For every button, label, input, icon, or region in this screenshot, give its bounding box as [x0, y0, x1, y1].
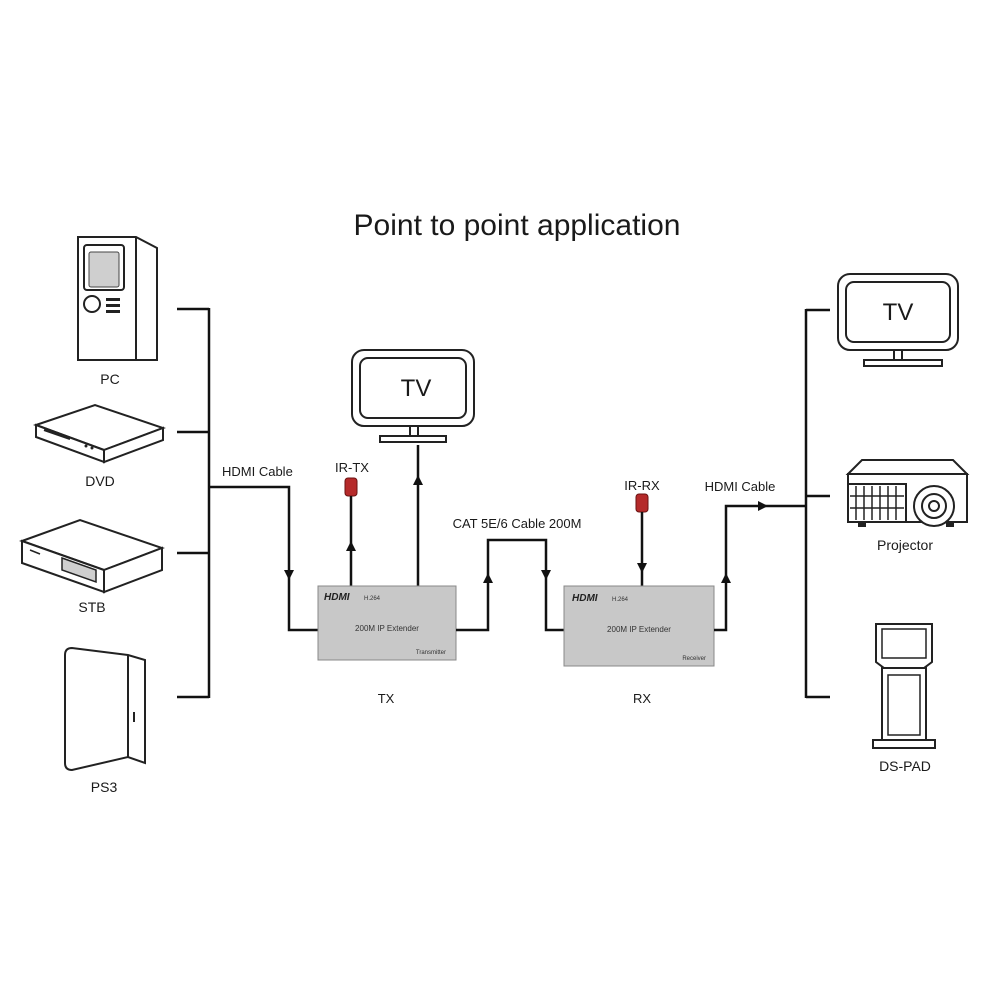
hdmi-cable-right-label: HDMI Cable — [705, 479, 776, 494]
tx-product-name: 200M IP Extender — [355, 624, 419, 633]
tx-tv-arrow — [413, 475, 423, 485]
tx-label: TX — [378, 691, 395, 706]
ir-tx-arrow — [346, 541, 356, 551]
cat-cable-label: CAT 5E/6 Cable 200M — [453, 516, 582, 531]
output-tv-label: TV — [883, 299, 914, 326]
tx-tv-label: TV — [401, 375, 432, 402]
dvd-icon — [32, 403, 166, 464]
projector-icon — [845, 459, 970, 527]
ir-rx-arrow — [637, 563, 647, 573]
stb-label: STB — [78, 599, 105, 615]
rx-role: Receiver — [682, 656, 706, 662]
tx-codec: H.264 — [364, 596, 381, 602]
projector-label: Projector — [877, 537, 933, 553]
ir-tx-icon — [344, 477, 358, 497]
rx-brand: HDMI — [572, 593, 598, 604]
tx-tv-icon — [351, 349, 475, 443]
cat-cable-line — [456, 538, 566, 632]
output-bus — [714, 308, 830, 699]
tx-brand: HDMI — [324, 592, 350, 603]
rx-codec: H.264 — [612, 597, 629, 603]
source-bus — [177, 307, 320, 699]
rx-extender-box: HDMI H.264 200M IP Extender Receiver — [563, 585, 715, 667]
ir-rx-icon — [635, 493, 649, 513]
dvd-label: DVD — [85, 473, 115, 489]
output-tv-icon — [837, 273, 959, 367]
ir-rx-label: IR-RX — [624, 478, 660, 493]
rx-product-name: 200M IP Extender — [607, 625, 671, 634]
ds-pad-icon — [872, 623, 936, 749]
rx-label: RX — [633, 691, 651, 706]
stb-icon — [19, 518, 165, 594]
ps3-label: PS3 — [91, 779, 118, 795]
tx-extender-box: HDMI H.264 200M IP Extender Transmitter — [317, 585, 457, 661]
tx-role: Transmitter — [416, 650, 446, 656]
pc-icon — [77, 236, 158, 361]
diagram-title: Point to point application — [354, 209, 681, 242]
pc-label: PC — [100, 371, 119, 387]
ir-tx-label: IR-TX — [335, 460, 369, 475]
ps3-icon — [64, 646, 146, 772]
hdmi-cable-left-label: HDMI Cable — [222, 464, 293, 479]
ds-pad-label: DS-PAD — [879, 758, 931, 774]
